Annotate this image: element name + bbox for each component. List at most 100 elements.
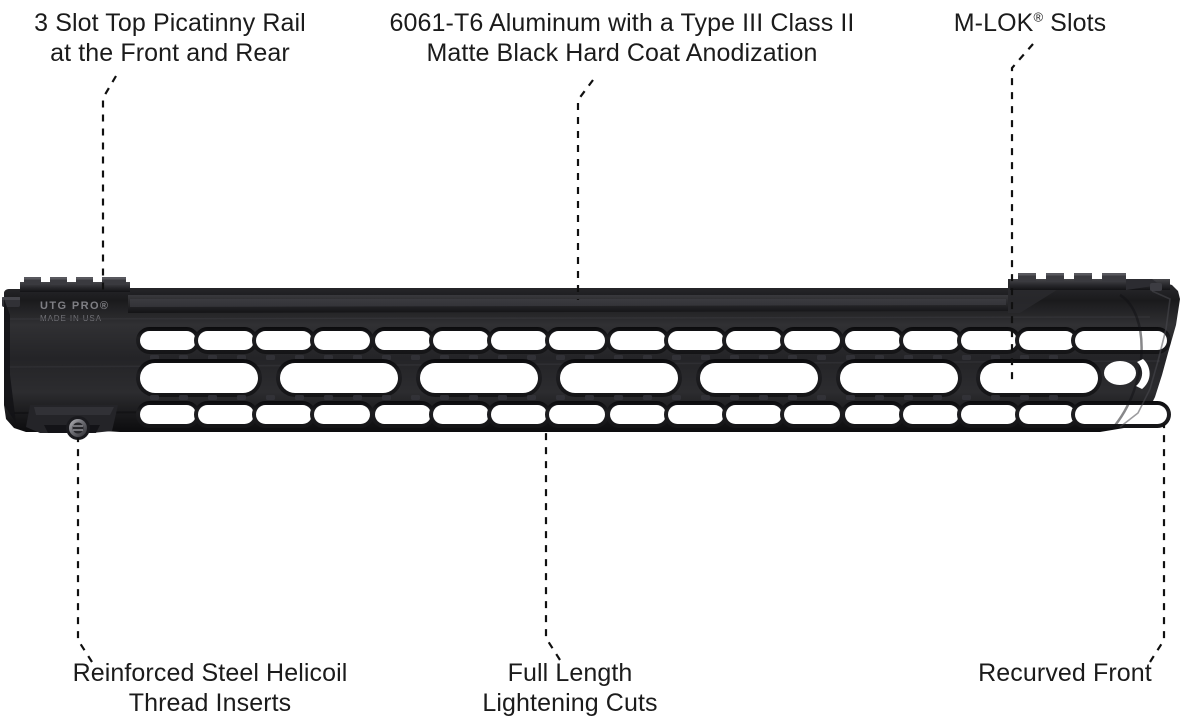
mlok-slot-top (961, 331, 1017, 350)
mlok-index-tick (411, 355, 420, 360)
mlok-index-tick (701, 355, 710, 360)
registered-trademark-icon: ® (1033, 9, 1044, 25)
mlok-index-tick (469, 395, 478, 400)
mlok-index-tick (614, 395, 623, 400)
mlok-slot-top (845, 331, 901, 350)
callout-picatinny-rail: 3 Slot Top Picatinny Rail at the Front a… (34, 9, 306, 67)
mlok-slot-top (491, 331, 547, 350)
mlok-index-tick (498, 395, 507, 400)
mlok-slot-top (375, 331, 431, 350)
screw-socket (72, 422, 84, 434)
mlok-index-tick (788, 395, 797, 400)
mlok-index-tick (150, 395, 159, 400)
mlok-index-tick (991, 355, 1000, 360)
mlok-slot-bottom (668, 405, 724, 424)
mlok-row-top (136, 327, 1171, 360)
mlok-index-tick (382, 395, 391, 400)
mlok-index-tick (875, 355, 884, 360)
lightening-cut (700, 363, 818, 393)
mlok-index-tick (1020, 395, 1029, 400)
mlok-index-tick (614, 355, 623, 360)
mlok-index-tick (324, 355, 333, 360)
rear-end-cap-shadow (4, 299, 16, 423)
mlok-slot-bottom (314, 405, 370, 424)
mlok-index-tick (353, 355, 362, 360)
mlok-slot-bottom (549, 405, 605, 424)
mlok-slot-top (549, 331, 605, 350)
callout-helicoil-inserts: Reinforced Steel Helicoil Thread Inserts (72, 659, 348, 717)
recurve-contour (1119, 290, 1171, 428)
mlok-slot-top (198, 331, 254, 350)
mlok-index-tick (672, 355, 681, 360)
mlok-index-tick (585, 395, 594, 400)
brand-text: UTG PRO® (40, 300, 109, 312)
mlok-slot-bottom (610, 405, 666, 424)
leader-line-lightening (544, 432, 561, 661)
mlok-index-tick (1049, 355, 1058, 360)
mlok-slot-top (1075, 331, 1167, 350)
mlok-index-tick (991, 395, 1000, 400)
mlok-index-tick (643, 355, 652, 360)
mlok-index-tick (556, 355, 565, 360)
mlok-index-tick (382, 355, 391, 360)
lightening-cut (560, 363, 678, 393)
mlok-index-tick (266, 355, 275, 360)
mlok-slot-top (784, 331, 840, 350)
mlok-index-tick (324, 395, 333, 400)
mlok-index-tick (904, 355, 913, 360)
mlok-index-tick (730, 395, 739, 400)
mlok-index-tick (846, 355, 855, 360)
mlok-index-tick (759, 395, 768, 400)
mlok-index-tick (498, 355, 507, 360)
mlok-index-tick (672, 395, 681, 400)
mlok-index-tick (237, 355, 246, 360)
mlok-index-tick (701, 395, 710, 400)
rear-index-tab-highlight (2, 297, 20, 300)
rear-picatinny-rail (20, 277, 130, 292)
lightening-cut (420, 363, 538, 393)
lightening-cut-row (136, 359, 1102, 397)
mlok-index-tick (527, 355, 536, 360)
mlok-slot-top (433, 331, 489, 350)
mlok-index-tick (527, 395, 536, 400)
front-crescent-cut (1136, 359, 1150, 389)
handguard-illustration: UTG PRO® MADE IN USA (2, 273, 1180, 440)
mlok-index-tick (904, 395, 913, 400)
mlok-index-tick (237, 395, 246, 400)
mlok-index-tick (759, 355, 768, 360)
mlok-index-tick (150, 355, 159, 360)
mlok-slot-top (256, 331, 312, 350)
mlok-index-tick (440, 395, 449, 400)
mlok-index-tick (295, 395, 304, 400)
mlok-index-tick (208, 355, 217, 360)
mlok-index-tick (846, 395, 855, 400)
callout-mlok-suffix: Slots (1043, 9, 1107, 37)
mlok-index-tick (962, 355, 971, 360)
bottom-clamp-block (26, 405, 118, 440)
mlok-index-tick (440, 355, 449, 360)
mlok-index-tick (933, 355, 942, 360)
mlok-slot-bottom (903, 405, 959, 424)
callout-mlok-text: M-LOK (953, 9, 1034, 37)
mlok-index-tick (266, 395, 275, 400)
mlok-slot-bottom (961, 405, 1017, 424)
mlok-slot-bottom (1019, 405, 1075, 424)
mlok-slot-bottom (433, 405, 489, 424)
mlok-slot-top (726, 331, 782, 350)
mlok-slot-top (140, 331, 196, 350)
mlok-slot-bottom (1075, 405, 1167, 424)
mlok-slot-top (1019, 331, 1075, 350)
front-picatinny-rail (1010, 273, 1170, 291)
front-port-hole (1104, 361, 1136, 385)
mlok-slot-bottom (375, 405, 431, 424)
mlok-index-tick (788, 355, 797, 360)
mlok-index-tick (179, 395, 188, 400)
mlok-slot-bottom (784, 405, 840, 424)
mlok-index-tick (1049, 395, 1058, 400)
mlok-slot-bottom (845, 405, 901, 424)
callout-aluminum-anodization: 6061-T6 Aluminum with a Type III Class I… (389, 9, 855, 67)
mlok-slot-bottom (140, 405, 196, 424)
lightening-cut (280, 363, 398, 393)
mlok-index-tick (643, 395, 652, 400)
